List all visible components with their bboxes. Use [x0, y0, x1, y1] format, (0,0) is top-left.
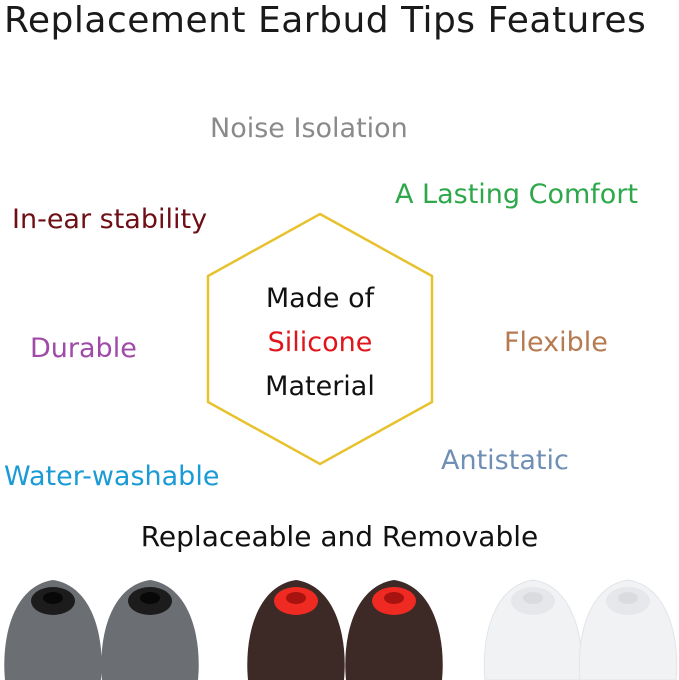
feature-flexible: Flexible — [504, 327, 608, 358]
feature-water-washable: Water-washable — [4, 461, 220, 492]
earbud-tip — [101, 580, 199, 680]
earbud-tip-hole — [523, 592, 543, 604]
hexagon-outline — [206, 212, 434, 466]
feature-antistatic: Antistatic — [441, 445, 569, 476]
earbud-tip-hole — [384, 592, 404, 604]
feature-lasting-comfort: A Lasting Comfort — [395, 179, 639, 210]
page-title: Replacement Earbud Tips Features — [4, 0, 647, 41]
feature-noise-isolation: Noise Isolation — [210, 113, 408, 144]
feature-durable: Durable — [30, 333, 137, 364]
earbud-tip — [578, 579, 678, 680]
earbud-tip-hole — [618, 592, 638, 604]
earbud-tip-body — [101, 580, 199, 680]
earbud-tip-body — [578, 579, 678, 680]
center-line-silicone: Silicone — [267, 327, 373, 358]
subtitle: Replaceable and Removable — [140, 520, 539, 553]
earbud-tip-hole — [140, 592, 160, 604]
earbud-tip — [345, 580, 443, 680]
earbud-tip-body — [247, 580, 345, 680]
earbud-tip-body — [4, 580, 102, 680]
earbud-tips-illustration — [4, 579, 678, 680]
center-line-made-of: Made of — [265, 283, 375, 314]
earbud-tip — [247, 580, 345, 680]
center-line-material: Material — [265, 371, 375, 402]
earbud-tip — [483, 579, 583, 680]
earbud-tip-hole — [43, 592, 63, 604]
earbud-tip — [4, 580, 102, 680]
earbud-tip-hole — [286, 592, 306, 604]
earbud-tip-body — [345, 580, 443, 680]
hexagon-frame — [206, 212, 434, 466]
center-text: Made of Silicone Material — [205, 277, 435, 409]
feature-in-ear-stability: In-ear stability — [12, 204, 208, 235]
